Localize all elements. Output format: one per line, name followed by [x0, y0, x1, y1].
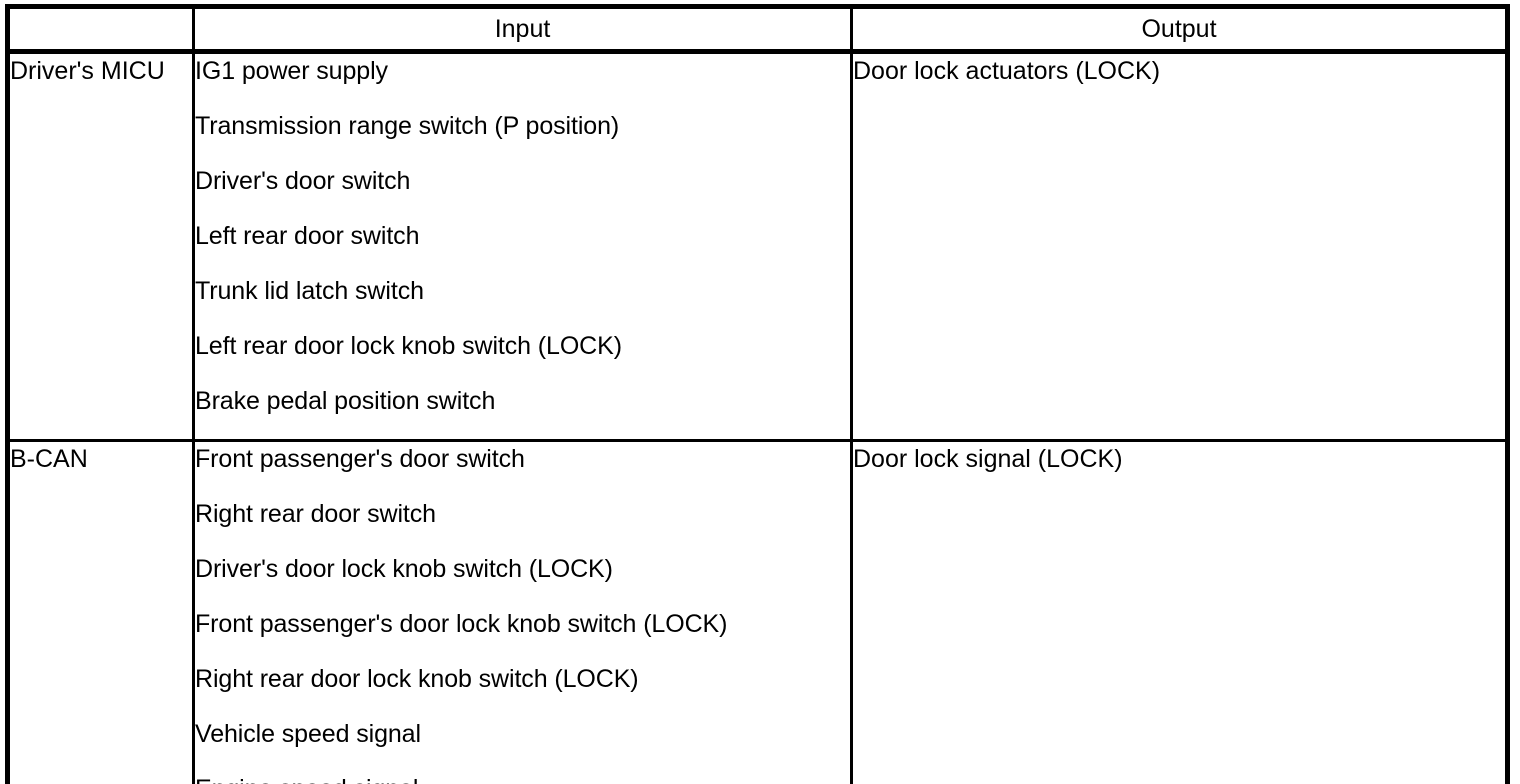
list-item: Trunk lid latch switch — [195, 277, 424, 305]
table-row: Driver's MICU IG1 power supply Transmiss… — [7, 51, 1508, 441]
list-item: Driver's door switch — [195, 167, 411, 195]
column-header-input: Input — [193, 6, 853, 54]
list-item: IG1 power supply — [195, 57, 388, 85]
output-label: Door lock actuators (LOCK) — [853, 57, 1161, 85]
list-item: Left rear door lock knob switch (LOCK) — [195, 332, 622, 360]
ecu-label: B-CAN — [10, 445, 88, 473]
output-label: Door lock signal (LOCK) — [853, 445, 1123, 473]
column-header-output: Output — [851, 6, 1508, 54]
table-row: B-CAN Front passenger's door switch Righ… — [7, 439, 1508, 784]
cell-input: IG1 power supply Transmission range swit… — [193, 51, 853, 441]
cell-ecu: B-CAN — [7, 439, 195, 784]
ecu-label: Driver's MICU — [10, 57, 165, 85]
table-body: Driver's MICU IG1 power supply Transmiss… — [7, 51, 1508, 784]
list-item: Transmission range switch (P position) — [195, 112, 620, 140]
table-header: Input Output — [7, 6, 1508, 54]
column-header-ecu — [7, 6, 195, 54]
list-item: Vehicle speed signal — [195, 720, 421, 748]
cell-output: Door lock signal (LOCK) — [851, 439, 1508, 784]
list-item: Driver's door lock knob switch (LOCK) — [195, 555, 613, 583]
cell-input: Front passenger's door switch Right rear… — [193, 439, 853, 784]
cell-output: Door lock actuators (LOCK) — [851, 51, 1508, 441]
input-output-table: Input Output Driver's MICU IG1 power sup… — [5, 4, 1510, 784]
list-item: Left rear door switch — [195, 222, 420, 250]
list-item: Right rear door switch — [195, 500, 436, 528]
cell-ecu: Driver's MICU — [7, 51, 195, 441]
list-item: Engine speed signal — [195, 772, 850, 784]
header-row: Input Output — [7, 6, 1508, 54]
list-item: Brake pedal position switch — [195, 387, 496, 415]
list-item: Front passenger's door switch — [195, 445, 525, 473]
input-list: IG1 power supply Transmission range swit… — [195, 54, 850, 439]
list-item: Front passenger's door lock knob switch … — [195, 610, 728, 638]
input-list: Front passenger's door switch Right rear… — [195, 442, 850, 784]
list-item: Right rear door lock knob switch (LOCK) — [195, 665, 639, 693]
